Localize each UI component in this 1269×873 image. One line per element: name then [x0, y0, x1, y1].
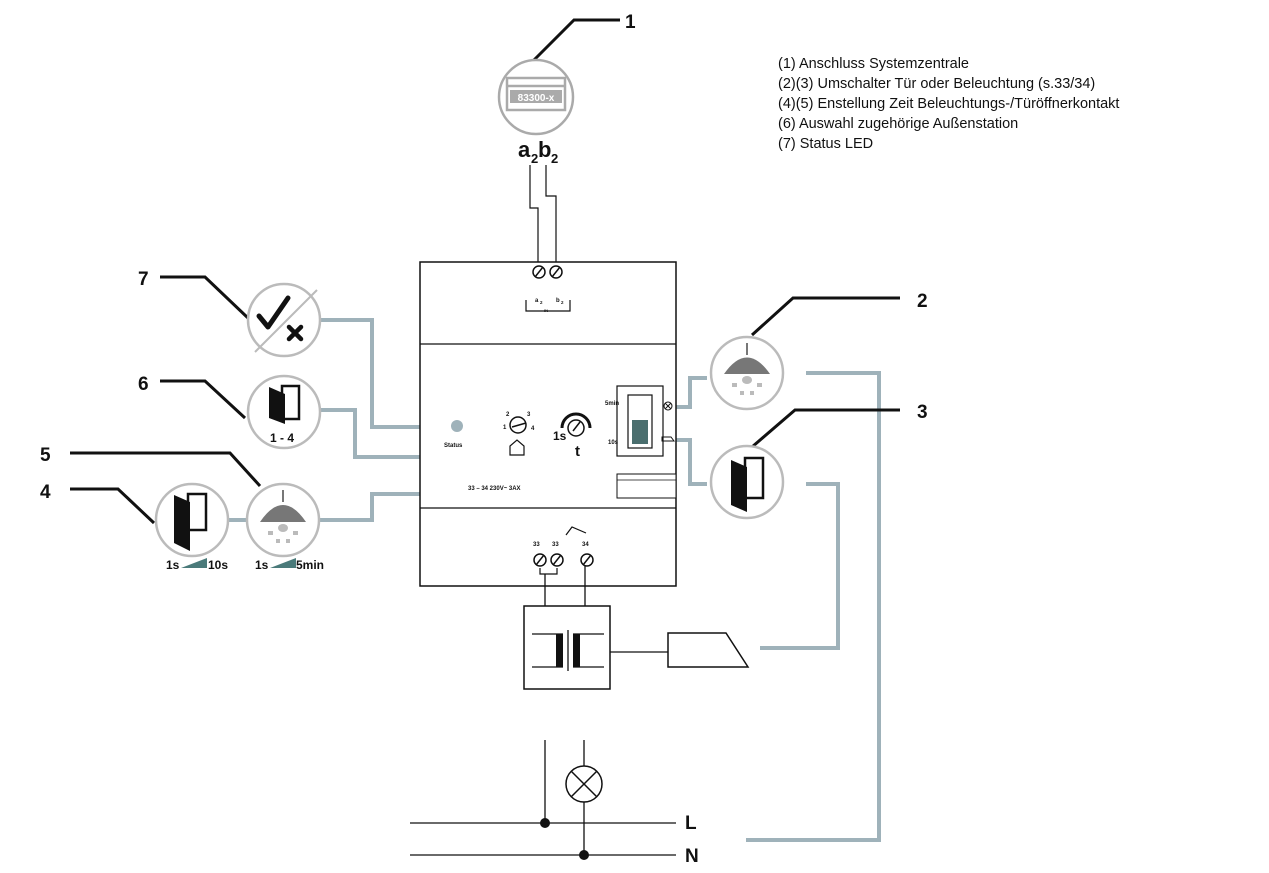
legend-item-1: (1) Anschluss Systemzentrale — [778, 56, 969, 72]
device-slot — [616, 473, 677, 499]
system-terminal-label: a 2 b 2 — [518, 137, 558, 166]
bus-wires — [529, 165, 557, 265]
term-33a: 33 — [533, 542, 540, 548]
legend-item-2: (2)(3) Umschalter Tür oder Beleuchtung (… — [778, 76, 1096, 92]
switch-slider — [632, 420, 648, 444]
selector-1: 1 — [503, 425, 507, 431]
relay-terminals: 33 33 34 — [533, 526, 594, 575]
system-controller-icon: 83300-x — [497, 58, 575, 136]
callout-line-5 — [70, 451, 262, 488]
switch-10s: 10s — [608, 440, 619, 446]
selector-3: 3 — [527, 412, 531, 418]
term-34: 34 — [582, 542, 589, 548]
junction-N — [579, 850, 589, 860]
light-time-from: 1s — [255, 558, 269, 572]
wire-door-opener — [760, 482, 840, 650]
wire-switch-door — [676, 438, 707, 486]
callout-line-3 — [751, 408, 900, 449]
wire-switch-light — [676, 376, 707, 409]
light-time-to: 5min — [296, 558, 324, 572]
wire-status — [320, 318, 440, 429]
time-t: t — [575, 443, 580, 460]
callout-numbers: 1 2 3 7 6 5 4 — [40, 12, 928, 503]
bus-terminals: a 2 b 2 IN — [525, 265, 571, 313]
status-led — [451, 420, 463, 432]
door-time-from: 1s — [166, 558, 180, 572]
door-time-to: 10s — [208, 558, 228, 572]
callout-6: 6 — [138, 374, 149, 395]
callout-line-4 — [70, 487, 156, 525]
legend-item-4: (6) Auswahl zugehörige Außenstation — [778, 116, 1019, 132]
door-switch-icon — [709, 444, 785, 520]
callout-1: 1 — [625, 12, 636, 33]
door-station-icon: 1 - 4 — [246, 374, 322, 450]
label-a: a — [518, 137, 531, 162]
light-time-icon: 1s 5min — [245, 482, 324, 572]
term-a-sub: 2 — [540, 300, 543, 305]
callout-line-2 — [750, 296, 900, 337]
callout-4: 4 — [40, 482, 51, 503]
label-a-sub: 2 — [531, 151, 538, 166]
selector-2: 2 — [506, 412, 510, 418]
legend-item-3: (4)(5) Enstellung Zeit Beleuchtungs-/Tür… — [778, 96, 1120, 112]
door-opener-symbol-icon — [661, 436, 675, 442]
lamp-icon — [565, 765, 603, 803]
legend: (1) Anschluss Systemzentrale (2)(3) Umsc… — [778, 54, 1119, 154]
door-time-icon: 1s 10s — [154, 482, 230, 572]
label-b: b — [538, 137, 551, 162]
term-b-sub: 2 — [561, 300, 564, 305]
device: a 2 b 2 IN Status 1 2 3 4 1s t — [419, 261, 677, 587]
system-code: 83300-x — [518, 93, 555, 104]
mains-L: L — [685, 813, 697, 834]
time-min: 1s — [553, 429, 567, 443]
lamp-symbol-icon — [663, 401, 673, 411]
term-33b: 33 — [552, 542, 559, 548]
term-b: b — [556, 298, 560, 304]
mains-N: N — [685, 846, 699, 867]
house-icon — [509, 439, 525, 456]
callout-line-1 — [532, 18, 620, 62]
door-opener-device — [667, 632, 750, 668]
rating-label: 33 – 34 230V~ 3AX — [468, 486, 521, 492]
wire-light-mains — [746, 371, 881, 842]
status-label: Status — [444, 443, 463, 449]
term-in: IN — [544, 308, 548, 313]
callout-7: 7 — [138, 269, 149, 290]
callout-lines — [70, 18, 900, 525]
callout-line-7 — [160, 275, 250, 320]
callout-2: 2 — [917, 291, 928, 312]
selector-4: 4 — [531, 426, 535, 432]
transformer — [523, 605, 611, 690]
term-a: a — [535, 298, 539, 304]
callout-5: 5 — [40, 445, 51, 466]
junction-L — [540, 818, 550, 828]
function-switch[interactable]: 5min 10s — [605, 385, 675, 457]
time-knob[interactable]: 1s t — [553, 412, 592, 460]
switch-5min: 5min — [605, 401, 619, 407]
legend-item-5: (7) Status LED — [778, 136, 874, 152]
status-check-icon — [246, 282, 322, 358]
callout-line-6 — [160, 379, 247, 420]
door-range: 1 - 4 — [270, 431, 294, 445]
station-selector[interactable]: 1 2 3 4 — [503, 412, 535, 456]
label-b-sub: 2 — [551, 151, 558, 166]
light-switch-icon — [709, 335, 785, 411]
callout-3: 3 — [917, 402, 928, 423]
